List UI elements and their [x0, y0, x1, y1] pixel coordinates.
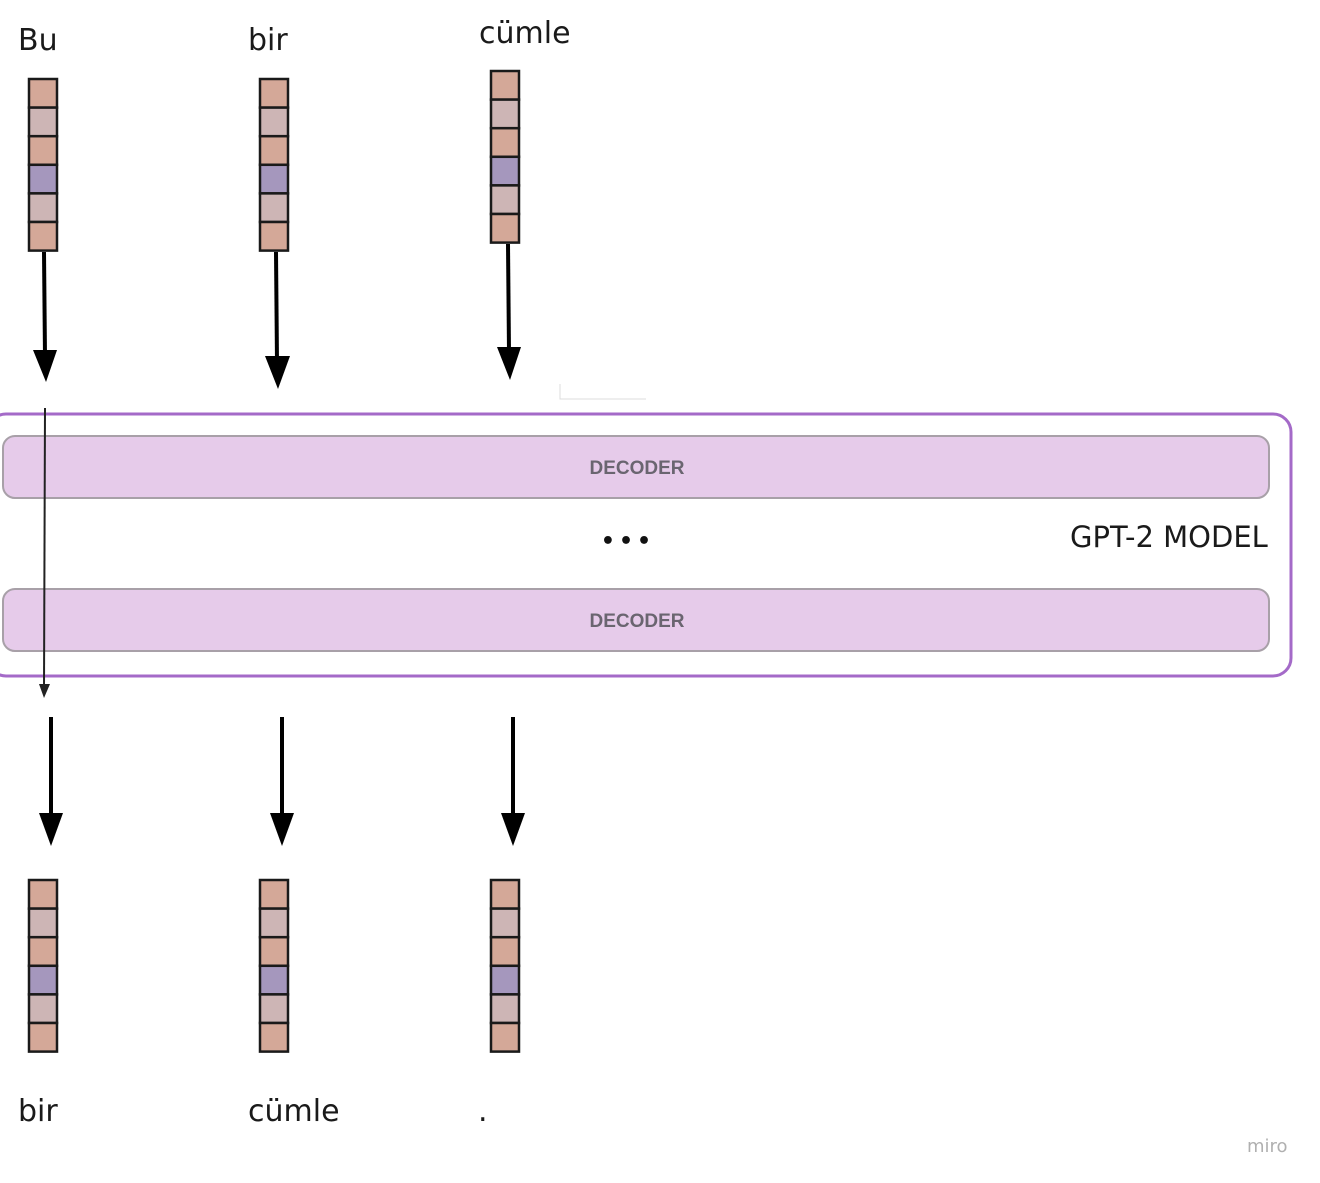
embedding-cell: [27, 134, 59, 167]
embedding-cell: [489, 907, 521, 939]
input-token-label-1: Bu: [18, 23, 58, 58]
embedding-cell: [258, 935, 290, 968]
embedding-cell: [258, 106, 290, 138]
input-arrow-2: [265, 251, 290, 389]
output-embedding-vector-2: [258, 878, 290, 1053]
embedding-cell: [27, 192, 59, 224]
embedding-cell: [258, 220, 290, 252]
output-arrow-3: [501, 717, 525, 846]
embedding-cell: [489, 69, 521, 101]
embedding-cell: [27, 993, 59, 1025]
input-embedding-vector-2: [258, 77, 290, 252]
output-arrow-2: [270, 717, 294, 846]
output-token-label-2: cümle: [248, 1094, 340, 1129]
embedding-cell: [27, 935, 59, 968]
input-token-label-3: cümle: [479, 16, 571, 51]
decoder-block-1: DECODER: [2, 435, 1270, 499]
embedding-cell: [27, 907, 59, 939]
passthrough-arrow: [39, 407, 50, 698]
embedding-cell: [489, 935, 521, 968]
embedding-cell: [258, 993, 290, 1025]
embedding-cell: [489, 1021, 521, 1053]
embedding-cell: [489, 126, 521, 159]
embedding-cell: [27, 106, 59, 138]
decoder-block-2: DECODER: [2, 588, 1270, 652]
input-embedding-vector-1: [27, 77, 59, 252]
embedding-cell: [258, 1021, 290, 1053]
embedding-cell: [258, 134, 290, 167]
embedding-cell: [489, 993, 521, 1025]
output-arrow-1: [39, 717, 63, 846]
gpt2-model-box: [0, 412, 1293, 678]
faint-artifact: [559, 384, 646, 400]
embedding-cell: [489, 878, 521, 910]
output-embedding-vector-3: [489, 878, 521, 1053]
decoder-label-1: DECODER: [589, 458, 684, 479]
embedding-cell: [258, 907, 290, 939]
input-token-label-2: bir: [248, 23, 288, 58]
embedding-cell: [27, 163, 59, 195]
embedding-cell: [27, 77, 59, 109]
decoder-label-2: DECODER: [589, 611, 684, 632]
embedding-cell: [489, 212, 521, 244]
embedding-cell: [258, 192, 290, 224]
embedding-cell: [489, 98, 521, 130]
output-embedding-vector-1: [27, 878, 59, 1053]
output-token-label-3: .: [478, 1094, 488, 1129]
embedding-cell: [489, 184, 521, 216]
embedding-cell: [27, 220, 59, 252]
decoder-ellipsis: •••: [601, 529, 655, 554]
embedding-cell: [489, 964, 521, 996]
embedding-cell: [258, 878, 290, 910]
embedding-cell: [258, 163, 290, 195]
miro-watermark: miro: [1247, 1136, 1288, 1157]
embedding-cell: [258, 964, 290, 996]
input-arrow-1: [33, 251, 57, 382]
input-arrow-3: [497, 243, 521, 380]
embedding-cell: [489, 155, 521, 187]
embedding-cell: [27, 1021, 59, 1053]
embedding-cell: [27, 878, 59, 910]
output-token-label-1: bir: [18, 1094, 58, 1129]
input-embedding-vector-3: [489, 69, 521, 244]
embedding-cell: [258, 77, 290, 109]
model-label: GPT-2 MODEL: [1070, 520, 1268, 554]
embedding-cell: [27, 964, 59, 996]
